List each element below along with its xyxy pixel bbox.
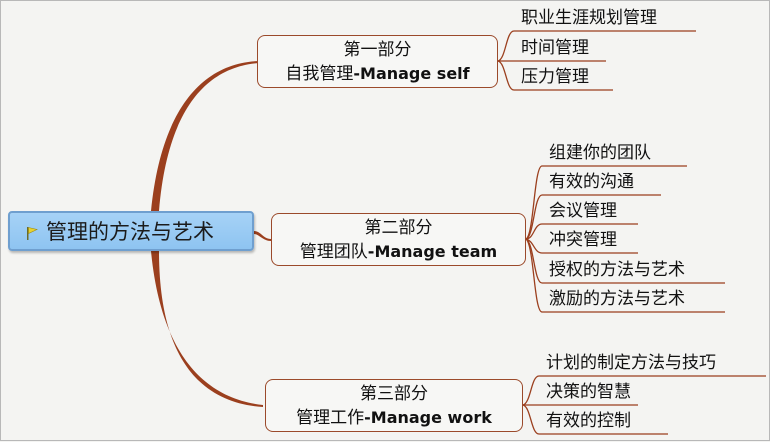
branch-topic-manage-self[interactable]: 第一部分 自我管理-Manage self [257,35,498,88]
branch-subtitle-en: -Manage team [367,242,498,261]
connector-branch-3 [151,251,263,407]
branch-title: 第一部分 [343,40,412,60]
branch-topic-manage-work[interactable]: 第三部分 管理工作-Manage work [265,379,523,432]
leaf-topic[interactable]: 有效的沟通 [549,172,634,192]
branch-title: 第二部分 [364,218,433,238]
leaf-connector-1-1 [497,30,696,62]
root-topic[interactable]: 管理的方法与艺术 [8,211,254,251]
leaf-connector-2-3 [525,223,638,240]
leaf-topic[interactable]: 压力管理 [521,67,589,87]
branch-subtitle-en: -Manage self [353,64,470,83]
leaf-connector-2-2 [525,194,661,240]
leaf-topic[interactable]: 计划的制定方法与技巧 [546,353,716,373]
leaf-topic[interactable]: 决策的智慧 [546,382,631,402]
leaf-connector-1-3 [497,60,613,91]
leaf-topic[interactable]: 有效的控制 [546,411,631,431]
leaf-connector-2-6 [525,238,725,313]
branch-title: 第三部分 [360,384,428,404]
branch-subtitle-cn: 自我管理 [285,64,354,84]
leaf-topic[interactable]: 职业生涯规划管理 [521,8,657,28]
root-topic-label: 管理的方法与艺术 [46,220,214,244]
connector-branch-1 [151,61,259,211]
leaf-connector-2-4 [525,238,638,254]
branch-topic-manage-team[interactable]: 第二部分 管理团队-Manage team [271,213,526,266]
leaf-connector-2-1 [525,165,687,240]
leaf-topic[interactable]: 授权的方法与艺术 [549,260,685,280]
leaf-connector-3-1 [522,375,766,406]
branch-subtitle-en: -Manage work [364,408,492,427]
branch-subtitle-cn: 管理工作 [296,408,365,428]
leaf-topic[interactable]: 冲突管理 [549,230,617,250]
leaf-topic[interactable]: 激励的方法与艺术 [549,289,685,309]
leaf-connector-3-3 [522,404,668,435]
connector-branch-2 [254,231,271,241]
leaf-topic[interactable]: 时间管理 [521,38,589,58]
leaf-topic[interactable]: 组建你的团队 [549,143,651,163]
flag-icon [27,227,38,240]
branch-subtitle-cn: 管理团队 [299,242,368,262]
leaf-topic[interactable]: 会议管理 [549,201,617,221]
